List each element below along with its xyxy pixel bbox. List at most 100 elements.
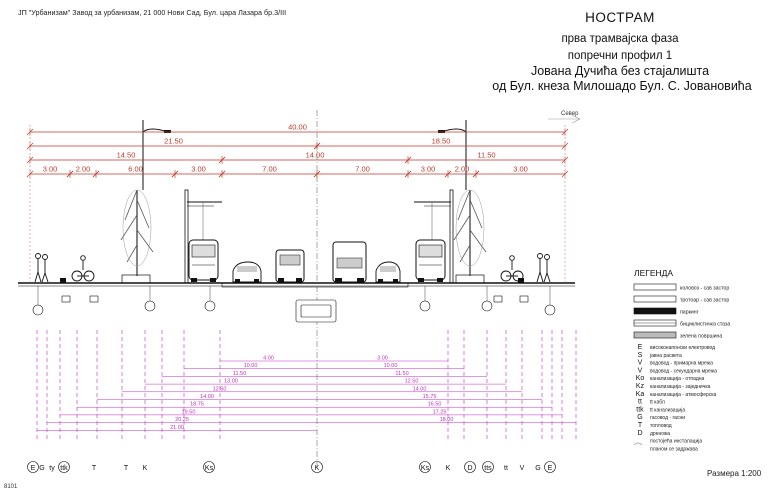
title-phase: прва трамвајска фаза bbox=[561, 33, 679, 45]
bottom-symbol-right-ring-0 bbox=[419, 461, 431, 473]
title-main: НОСТРАМ bbox=[585, 10, 655, 25]
dim-segment-6-label: 3.00 bbox=[421, 165, 436, 174]
legend-title: ЛЕГЕНДА bbox=[634, 268, 673, 278]
legend-surface-label-3: бициклистичка стаза bbox=[680, 322, 730, 328]
tree-pit-right bbox=[455, 274, 485, 284]
legend-utility-label-8: tt канализација bbox=[650, 407, 685, 413]
bottom-symbol-center: K bbox=[315, 465, 320, 472]
utility-dim-right-label-7: 17.25 bbox=[433, 409, 447, 415]
catenary-pole-right bbox=[414, 189, 454, 284]
carriageway-slab bbox=[221, 282, 409, 288]
bottom-symbol-left-ring-0 bbox=[27, 461, 39, 473]
legend-swatch-4 bbox=[633, 331, 677, 339]
legend-utility-symbol-9: G bbox=[637, 414, 642, 421]
utility-dim-left-label-6: 18.75 bbox=[190, 402, 204, 408]
organization-header: ЈП "Урбанизам" Завод за урбанизам, 21 00… bbox=[18, 8, 287, 17]
utility-dim-right-label-0: 3.00 bbox=[377, 356, 388, 362]
utility-dim-right-label-5: 15.75 bbox=[423, 394, 437, 400]
utility-dim-right-label-4: 14.00 bbox=[413, 386, 427, 392]
pedestrians-left bbox=[34, 253, 49, 283]
legend-utility-symbol-1: S bbox=[638, 352, 643, 359]
dim-segment-5-label: 7.00 bbox=[355, 165, 370, 174]
utility-dim-left-label-4: 12.50 bbox=[213, 386, 227, 392]
scale-label: Размера 1:200 bbox=[707, 469, 762, 478]
car-left bbox=[232, 261, 262, 283]
legend-swatch-2 bbox=[633, 307, 677, 315]
legend-utility-symbol-7: tt bbox=[638, 399, 642, 406]
car-right bbox=[375, 261, 401, 283]
dim-right-half-label: 11.50 bbox=[477, 151, 495, 160]
legend-utility-label-4: канализација - отпадна bbox=[650, 376, 705, 382]
legend-utility-symbol-5: Kz bbox=[636, 383, 645, 390]
legend-utility-label-11: дреножа bbox=[650, 431, 670, 437]
dim-right-upper-label: 18.50 bbox=[432, 137, 451, 146]
bottom-symbol-center-ring bbox=[311, 461, 323, 473]
legend: ЛЕГЕНДА коловоз - сав застор тротоар - сав… bbox=[633, 268, 730, 452]
pedestrians-right bbox=[536, 253, 551, 283]
curb-left-outer bbox=[60, 278, 66, 283]
utility-dim-right-label-3: 12.50 bbox=[405, 379, 419, 385]
bottom-symbol-left-2: ty bbox=[49, 465, 55, 472]
tram-right bbox=[415, 239, 446, 282]
legend-utility-label-2: водовод - примарна мрежа bbox=[650, 361, 713, 367]
utility-dim-left-label-9: 21.00 bbox=[170, 425, 184, 431]
bottom-symbol-right-5: V bbox=[520, 465, 525, 472]
utility-drop-lines bbox=[37, 286, 551, 305]
dim-left-half-label: 14.50 bbox=[117, 151, 136, 160]
cyclist-right bbox=[500, 255, 524, 282]
legend-surface-label-0: коловоз - сав застор bbox=[680, 286, 729, 292]
legend-utility-label-9: гасовод - гасни bbox=[650, 415, 685, 421]
north-label: Север bbox=[561, 111, 579, 117]
dim-segment-2-label: 6.00 bbox=[128, 165, 143, 174]
utility-dim-left-label-5: 14.00 bbox=[200, 394, 214, 400]
legend-utility-label-3: водовод - секундарна мрежа bbox=[650, 368, 717, 374]
dim-center-label: 14.00 bbox=[306, 151, 325, 160]
legend-utility-symbol-0: E bbox=[638, 344, 643, 351]
title-section-range: од Бул. кнеза Милошадо Бул. С. Јовановић… bbox=[492, 79, 752, 93]
dim-segment-4-label: 7.00 bbox=[262, 165, 277, 174]
dim-segment-0-label: 3.00 bbox=[43, 165, 58, 174]
bottom-symbol-left-0: E bbox=[31, 465, 36, 472]
bottom-symbol-left-1: G bbox=[39, 465, 44, 472]
dim-left-upper-label: 21.50 bbox=[164, 137, 183, 146]
bottom-symbol-right-ring-2 bbox=[464, 461, 476, 473]
utility-dim-left-label-2: 11.50 bbox=[233, 371, 246, 377]
bottom-symbol-left-6: K bbox=[143, 465, 148, 472]
legend-utility-label-10: топловод bbox=[650, 423, 672, 429]
legend-utility-label-1: јавна расвета bbox=[649, 353, 682, 359]
legend-utility-label-12: постојећа инсталација bbox=[650, 439, 702, 445]
legend-utility-symbol-6: Ka bbox=[636, 391, 645, 398]
bottom-symbol-right-0: Ks bbox=[421, 465, 430, 472]
dim-segment-7-label: 2.00 bbox=[455, 165, 470, 174]
legend-utility-symbol-4: Ko bbox=[636, 375, 645, 382]
cyclist-left bbox=[71, 255, 95, 282]
bottom-symbol-left-7: Ks bbox=[205, 465, 214, 472]
dim-segment-3-label: 3.00 bbox=[191, 165, 206, 174]
tram-left bbox=[188, 239, 219, 282]
dim-segment-1-label: 2.00 bbox=[76, 165, 91, 174]
bottom-symbol-left-ring-7 bbox=[203, 461, 215, 473]
utility-dim-right-label-6: 16.50 bbox=[428, 402, 442, 408]
utility-dim-right-label-2: 11.50 bbox=[395, 371, 408, 377]
bottom-symbol-right-3: tts bbox=[484, 465, 492, 472]
truck-left bbox=[275, 249, 305, 283]
dim-segment-8-label: 3.00 bbox=[513, 165, 528, 174]
title-profile: попречни профил 1 bbox=[567, 50, 673, 62]
utility-dim-left-label-3: 13.00 bbox=[224, 379, 238, 385]
north-arrow-icon bbox=[548, 114, 581, 124]
legend-utility-label-5: канализација - заједничка bbox=[650, 384, 711, 390]
bottom-symbol-right-7: E bbox=[548, 465, 553, 472]
legend-surface-label-1: тротоар - сав застор bbox=[680, 298, 729, 304]
legend-surface-label-4: зелена површина bbox=[680, 334, 722, 340]
legend-utility-label-0: високонапонски електровод bbox=[650, 345, 715, 351]
truck-right bbox=[332, 241, 367, 283]
bottom-symbol-left-3: ttk bbox=[60, 465, 68, 472]
bottom-symbol-right-2: D bbox=[467, 465, 472, 472]
bottom-symbol-right-ring-3 bbox=[482, 461, 494, 473]
legend-existing-icon bbox=[633, 442, 643, 446]
bottom-symbol-left-5: T bbox=[124, 465, 129, 472]
tree-left bbox=[120, 189, 154, 276]
bottom-symbol-left-4: T bbox=[92, 465, 97, 472]
